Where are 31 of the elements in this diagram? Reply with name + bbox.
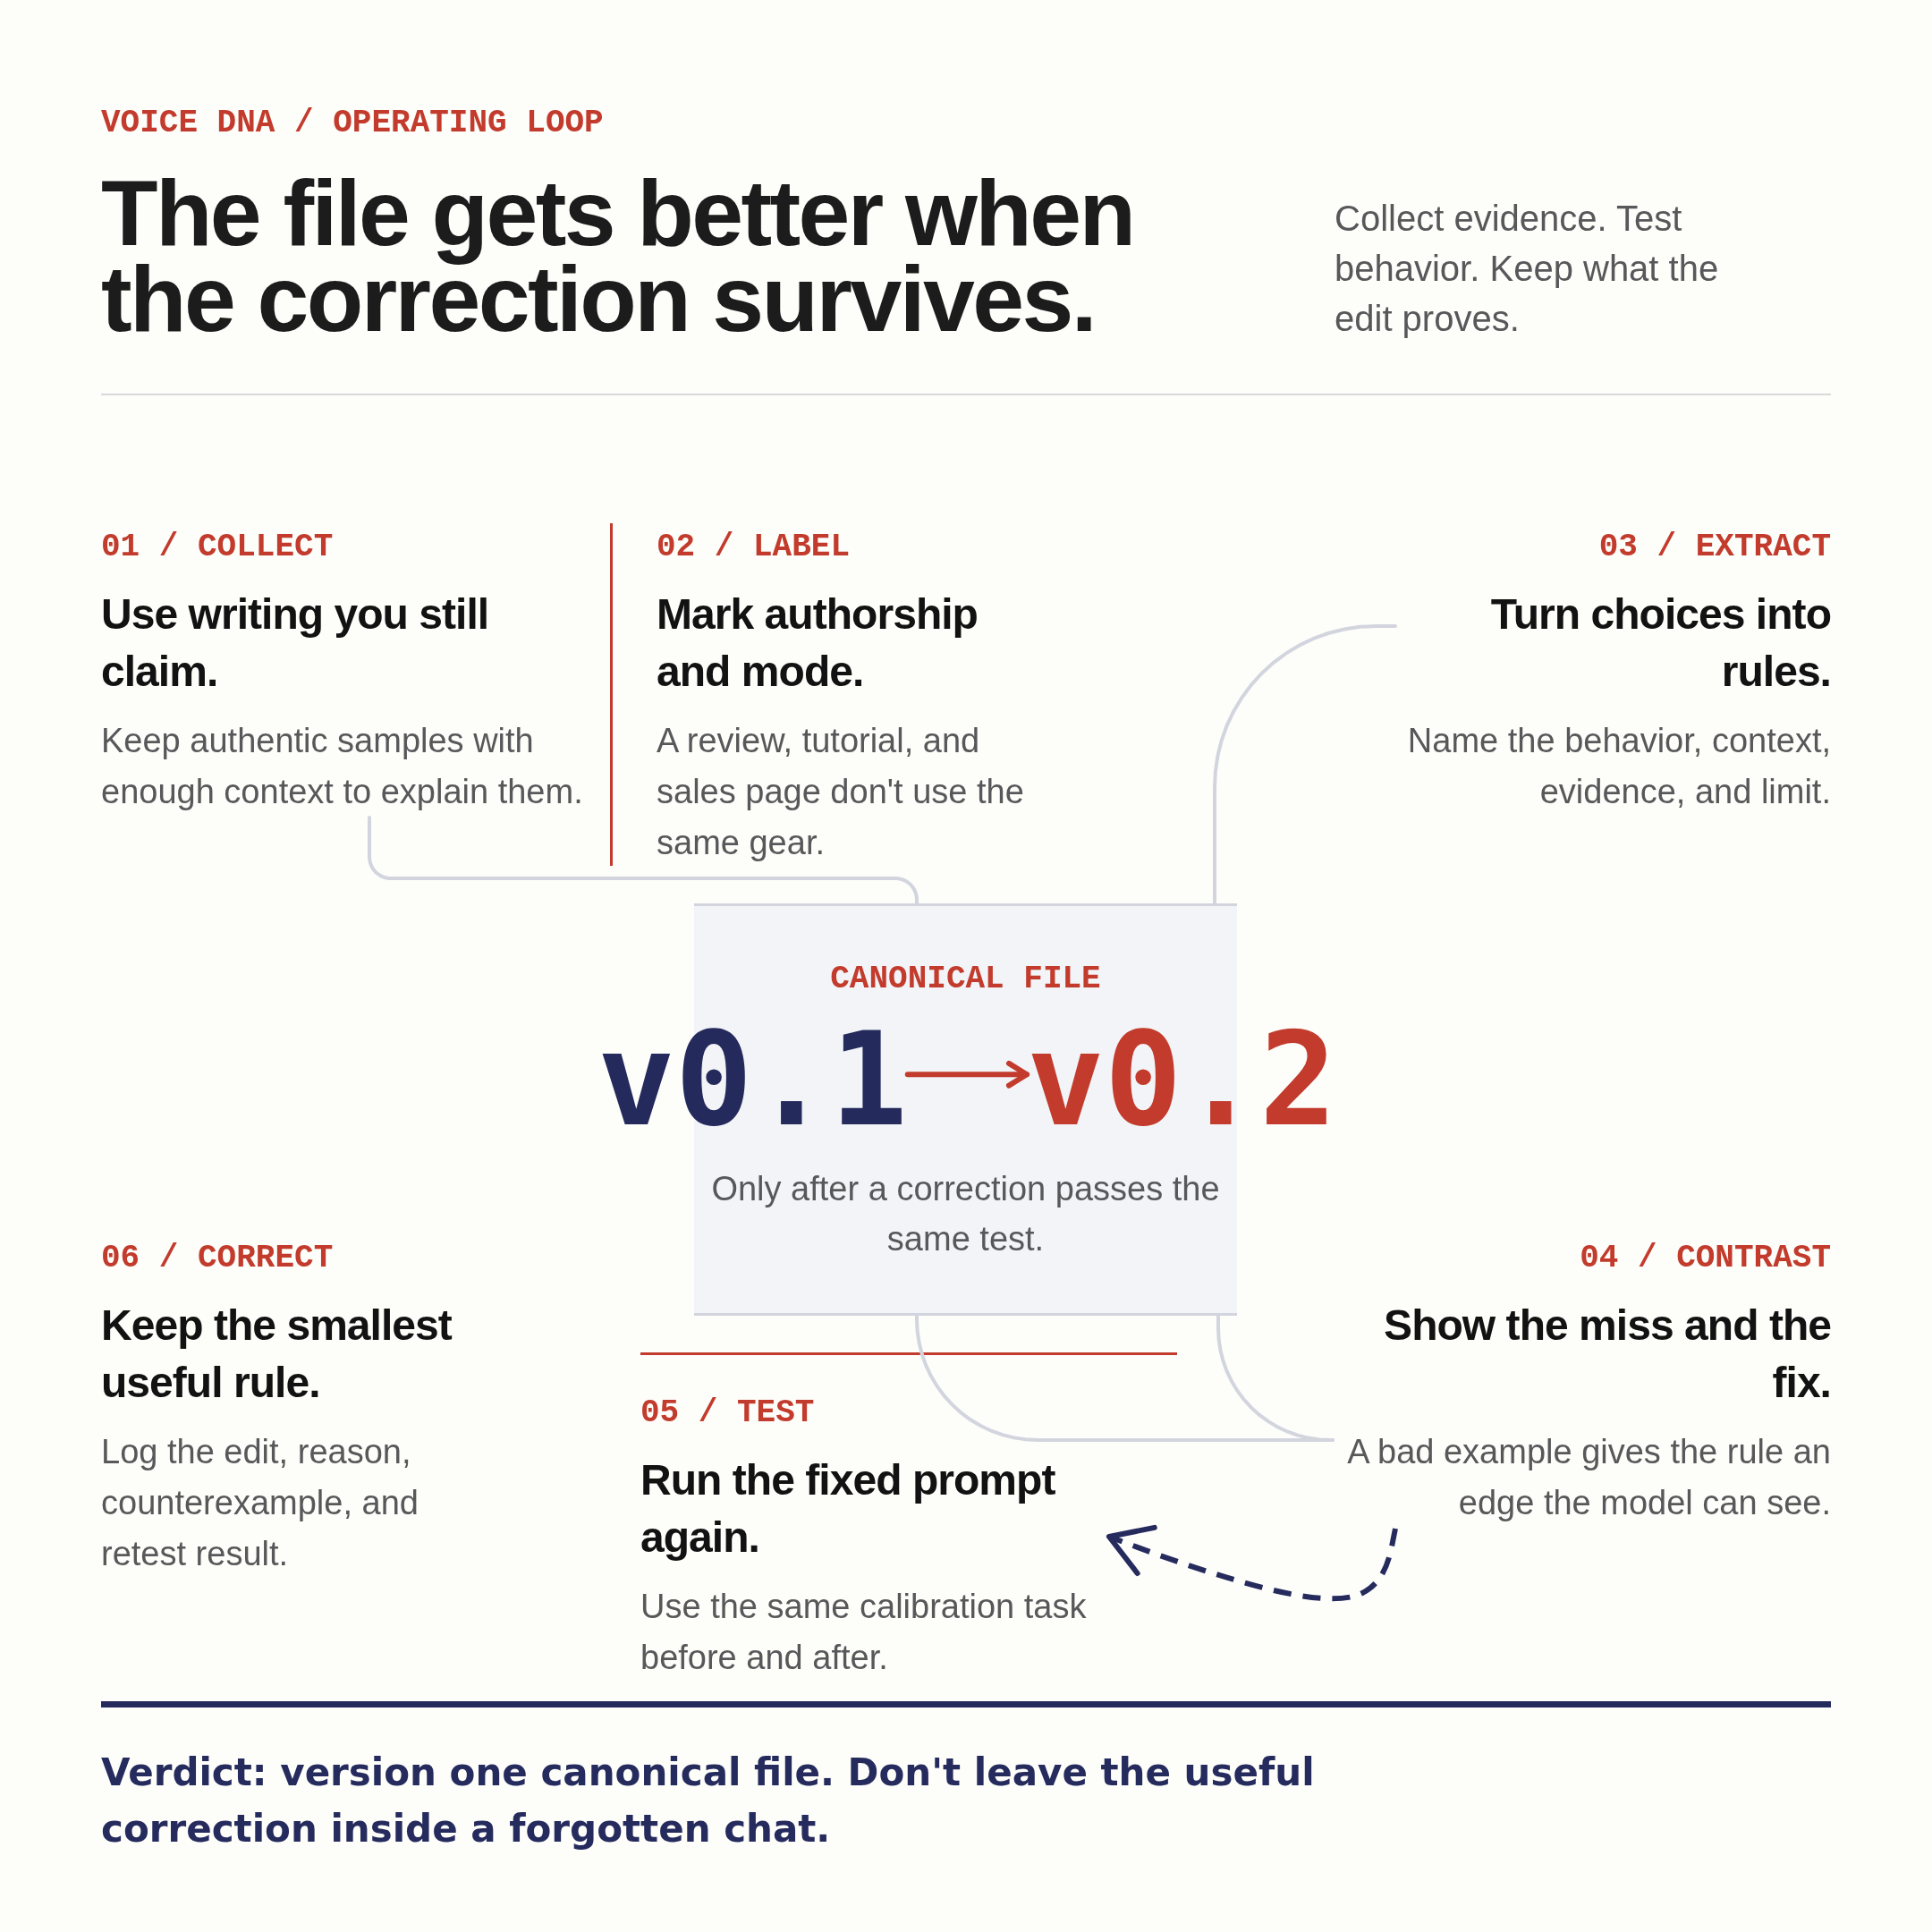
version-number: v0.1	[597, 1015, 908, 1144]
connector-line	[1213, 624, 1397, 905]
kicker-label: VOICE DNA / OPERATING LOOP	[101, 104, 604, 143]
step-description: Use the same calibration task before and after.	[640, 1588, 1087, 1676]
step-label: 03 / EXTRACT	[1598, 529, 1831, 565]
dashed-arrow	[1106, 1524, 1398, 1602]
title: The file gets better when the correction survives.	[101, 170, 1135, 342]
connector-line	[368, 816, 919, 905]
step-label: 06 / CORRECT	[101, 1240, 334, 1276]
step-heading: Show the miss and the fix.	[1384, 1301, 1831, 1406]
arrow	[904, 1060, 1030, 1089]
step-label: 05 / TEST	[640, 1394, 815, 1431]
step-description: Name the behavior, context, evidence, and limit.	[1407, 722, 1831, 810]
step-heading: Use writing you still claim.	[101, 590, 489, 695]
version-number: v0.2	[1027, 1015, 1337, 1144]
verdict-text: Verdict: version one canonical file. Don't leave the useful correction inside a forgotten chat.	[101, 1750, 1316, 1852]
step-heading: Turn choices into rules.	[1490, 590, 1831, 695]
panel-caption: Only after a correction passes the same test.	[711, 1170, 1220, 1258]
step-label: 04 / CONTRAST	[1580, 1240, 1831, 1276]
step-description: A review, tutorial, and sales page don't use the same gear.	[657, 722, 1024, 861]
step-heading: Run the fixed prompt again.	[640, 1456, 1055, 1561]
step-label: 01 / COLLECT	[101, 529, 334, 565]
intro-text: Collect evidence. Test behavior. Keep what the edit proves.	[1335, 198, 1720, 340]
step-label: 02 / LABEL	[657, 529, 851, 565]
step-heading: Mark authorship and mode.	[657, 590, 978, 695]
step-description: Keep authentic samples with enough context to explain them.	[101, 722, 583, 810]
connector-line	[1216, 1314, 1335, 1442]
step-description: A bad example gives the rule an edge the model can see.	[1347, 1433, 1831, 1521]
step-description: Log the edit, reason, counterexample, and retest result.	[101, 1433, 419, 1572]
panel-label: CANONICAL FILE	[830, 961, 1101, 997]
step-heading: Keep the smallest useful rule.	[101, 1301, 452, 1406]
